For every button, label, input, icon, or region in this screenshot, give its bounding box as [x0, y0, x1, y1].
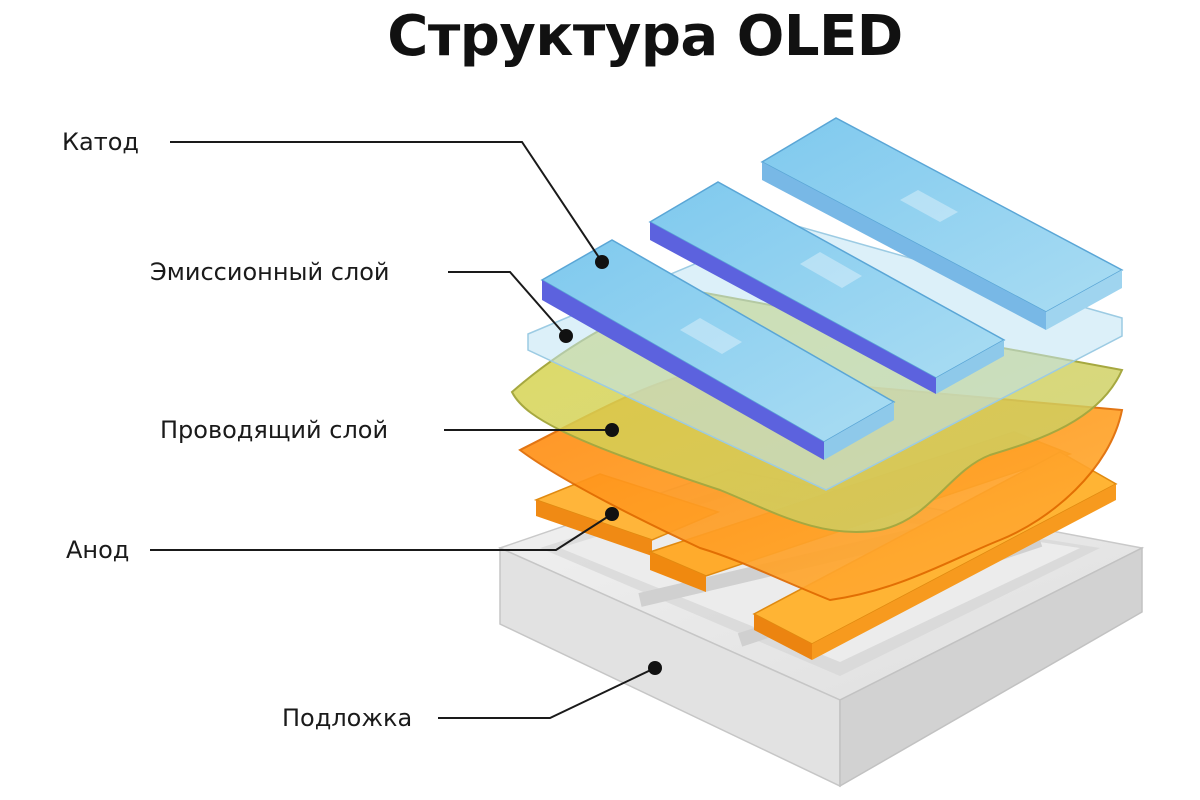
label-substrate: Подложка — [282, 704, 413, 732]
label-conductive-layer: Проводящий слой — [160, 416, 389, 444]
label-cathode: Катод — [62, 128, 140, 156]
leader-lines — [150, 141, 656, 719]
label-emissive-layer: Эмиссионный слой — [150, 258, 390, 286]
label-anode: Анод — [66, 536, 130, 564]
cathode-layer — [540, 117, 1124, 460]
leader-dots — [559, 255, 662, 675]
page-title: Структура OLED — [387, 4, 903, 69]
